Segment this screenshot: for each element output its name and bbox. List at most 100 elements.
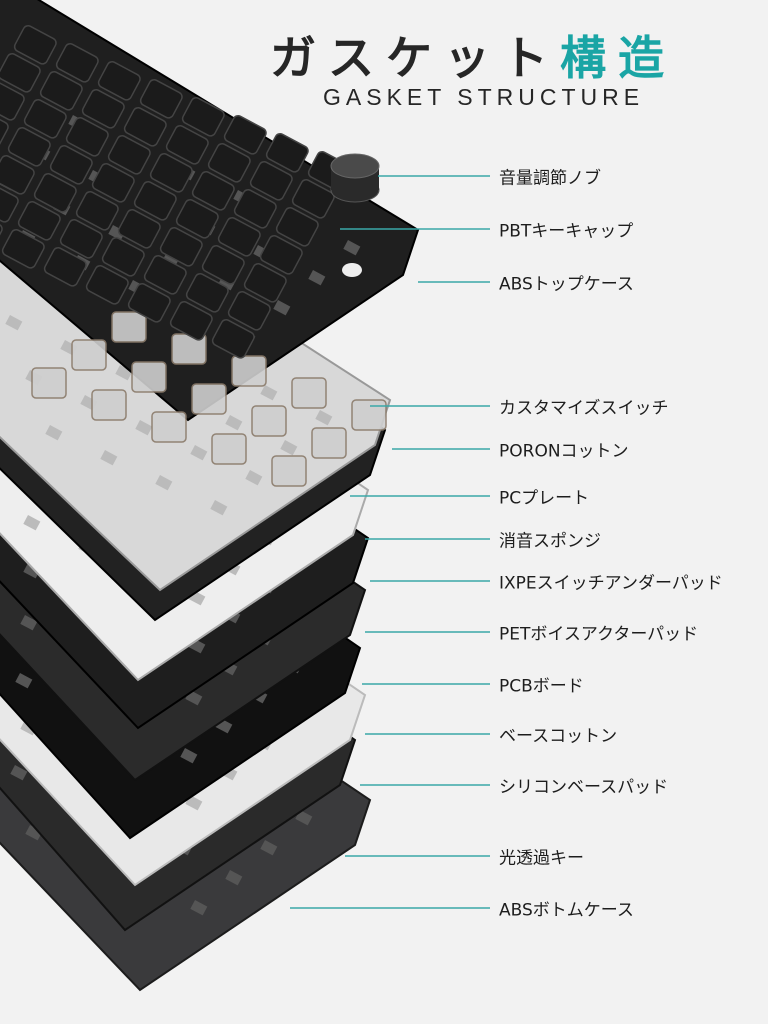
switch — [211, 433, 247, 465]
keycap — [265, 133, 309, 173]
keycap — [227, 291, 271, 331]
layer-cutout — [190, 900, 208, 916]
switch — [191, 383, 227, 415]
keycap — [249, 161, 293, 201]
keycap — [169, 301, 213, 341]
switch — [91, 389, 127, 421]
title-accent: 構造 — [560, 31, 676, 85]
layer-cutout — [260, 839, 278, 856]
component-label: PBTキーキャップ — [499, 221, 634, 242]
component-label: ベースコットン — [499, 726, 618, 747]
layer-cutout — [280, 440, 298, 456]
layer-cutout — [135, 419, 153, 436]
keycap — [75, 191, 119, 231]
keycap — [13, 25, 57, 65]
page-title: ガスケット構造 — [270, 22, 676, 88]
keycap — [0, 155, 35, 195]
layer-cutout — [23, 563, 41, 579]
component-label: シリコンベースパッド — [499, 777, 669, 798]
component-label: PCBボード — [499, 676, 584, 697]
layer-cutout — [190, 445, 208, 461]
component-label: IXPEスイッチアンダーパッド — [499, 573, 723, 594]
layer-cutout — [225, 870, 243, 886]
component-label: 消音スポンジ — [499, 531, 601, 552]
switch — [151, 411, 187, 443]
keycap — [0, 109, 9, 149]
keycap — [143, 255, 187, 295]
layer-cutout — [10, 765, 28, 781]
layer-cutout — [260, 385, 278, 401]
keycap — [17, 201, 61, 241]
keycap — [243, 263, 287, 303]
keycap — [1, 229, 45, 269]
keycap — [49, 145, 93, 185]
keycap — [117, 209, 161, 249]
switch — [351, 399, 387, 431]
keycap — [291, 179, 335, 219]
keycap — [149, 153, 193, 193]
component-label: PORONコットン — [499, 441, 629, 462]
keycap — [101, 237, 145, 277]
keycap — [55, 43, 99, 83]
layer-cutout — [295, 810, 313, 826]
layer-cutout — [308, 270, 326, 286]
component-label: 音量調節ノブ — [499, 168, 601, 189]
component-label: カスタマイズスイッチ — [499, 398, 669, 419]
page-subtitle: GASKET STRUCTURE — [323, 84, 645, 110]
component-label: ABSトップケース — [499, 274, 634, 295]
keycap — [81, 89, 125, 129]
keycap — [0, 81, 25, 121]
layer-cutout — [245, 470, 263, 486]
layer-cutout — [15, 673, 33, 689]
layer-cutout — [315, 410, 333, 426]
layer-cutout — [100, 450, 118, 466]
keycap — [0, 183, 19, 223]
keycap — [123, 107, 167, 147]
keycap — [23, 99, 67, 139]
keycap — [233, 189, 277, 229]
volume-knob-top — [330, 153, 380, 179]
keycap — [133, 181, 177, 221]
layer-cutout — [45, 425, 63, 441]
layer-cutout — [225, 415, 243, 431]
layer-cutout — [108, 225, 126, 241]
keycap — [175, 199, 219, 239]
keycap — [127, 283, 171, 323]
keycap — [7, 127, 51, 167]
layer-cutout — [155, 475, 173, 491]
keycap — [201, 245, 245, 285]
layer-cutout — [115, 365, 133, 381]
switch — [271, 455, 307, 487]
keycap — [107, 135, 151, 175]
switch — [251, 405, 287, 437]
keycap — [0, 53, 41, 93]
keycap — [191, 171, 235, 211]
layer-cutout — [25, 825, 43, 841]
keycap — [275, 207, 319, 247]
layer-cutout — [210, 500, 228, 516]
switch — [231, 355, 267, 387]
layer-cutout — [20, 615, 38, 631]
component-label: PCプレート — [499, 488, 590, 509]
switch — [291, 377, 327, 409]
keycap — [223, 115, 267, 155]
component-label: PETボイスアクターパッド — [499, 624, 699, 645]
keycap — [207, 143, 251, 183]
layer-cutout — [180, 748, 198, 764]
switch — [311, 427, 347, 459]
keycap — [33, 173, 77, 213]
keycap — [91, 163, 135, 203]
keycap — [159, 227, 203, 267]
keycap — [97, 61, 141, 101]
layer-cutout — [23, 515, 41, 531]
switch — [71, 339, 107, 371]
keycap — [211, 319, 255, 359]
component-label: ABSボトムケース — [499, 900, 634, 921]
keycap — [181, 97, 225, 137]
keycap — [43, 247, 87, 287]
top-case-knob-hole — [342, 263, 362, 277]
keycap — [59, 219, 103, 259]
keycap — [39, 71, 83, 111]
keycap — [85, 265, 129, 305]
